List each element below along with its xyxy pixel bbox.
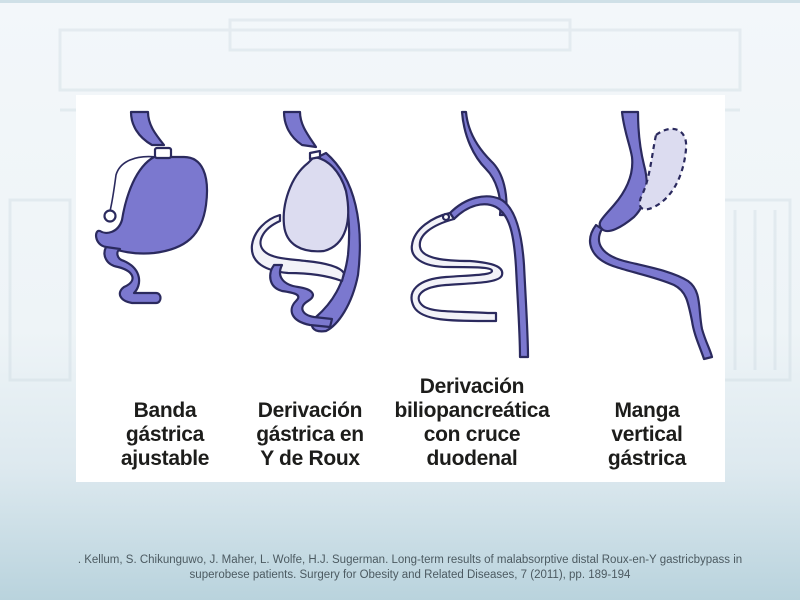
top-border	[0, 0, 800, 3]
sleeve-gastrectomy-drawing	[588, 110, 714, 361]
roux-en-y-drawing	[250, 110, 361, 333]
label-sleeve-gastrectomy: Manga vertical gástrica	[607, 399, 687, 470]
gastric-band-drawing	[94, 110, 209, 305]
label-duodenal-switch: Derivación biliopancreática con cruce du…	[394, 375, 550, 470]
bariatric-procedures-figure: Banda gástrica ajustable Derivación gást…	[76, 95, 725, 482]
procedures-illustration	[94, 110, 714, 361]
citation-line-2: superobese patients. Surgery for Obesity…	[189, 569, 631, 581]
citation-caption: . Kellum, S. Chikunguwo, J. Maher, L. Wo…	[60, 553, 760, 583]
label-roux-en-y: Derivación gástrica en Y de Roux	[256, 399, 364, 470]
duodenal-switch-drawing	[410, 110, 530, 359]
label-gastric-band: Banda gástrica ajustable	[120, 399, 210, 470]
citation-line-1: . Kellum, S. Chikunguwo, J. Maher, L. Wo…	[77, 554, 743, 566]
